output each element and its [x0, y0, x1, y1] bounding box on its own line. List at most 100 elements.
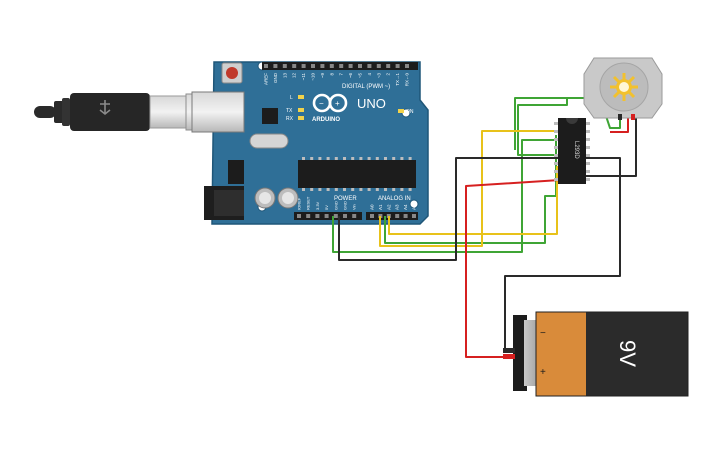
reset-button[interactable]	[221, 62, 243, 84]
ic-chip-icon[interactable]: L293D	[554, 118, 590, 184]
chip-pin	[326, 188, 330, 191]
header-pin[interactable]	[348, 64, 353, 68]
driver-pin[interactable]	[586, 162, 590, 165]
driver-pin[interactable]	[586, 154, 590, 157]
wires	[332, 97, 637, 358]
pin-label: TX→1	[395, 73, 400, 86]
driver-pin[interactable]	[554, 146, 558, 149]
pin-label: ~10	[311, 73, 316, 81]
header-pin[interactable]	[376, 64, 381, 68]
header-pin[interactable]	[367, 64, 372, 68]
header-pin[interactable]	[412, 214, 416, 218]
motor-icon[interactable]	[583, 57, 663, 120]
driver-pin[interactable]	[554, 162, 558, 165]
chip-pin	[367, 157, 371, 160]
battery-icon[interactable]: 9V − +	[503, 311, 689, 397]
svg-text:+: +	[335, 99, 340, 108]
header-pin[interactable]	[264, 64, 268, 68]
chip-pin	[400, 157, 404, 160]
header-pin[interactable]	[358, 64, 362, 68]
svg-text:RX: RX	[286, 116, 294, 122]
driver-pin[interactable]	[554, 170, 558, 173]
wire-red-1[interactable]	[465, 179, 561, 358]
capacitors	[254, 187, 299, 209]
power-label: POWER	[334, 196, 357, 202]
pin-label: ~11	[301, 73, 306, 81]
header-pin[interactable]	[395, 214, 400, 218]
wire-green-1[interactable]	[332, 139, 560, 253]
driver-pin[interactable]	[586, 122, 590, 125]
driver-pin[interactable]	[586, 138, 590, 141]
driver-pin[interactable]	[586, 178, 590, 181]
header-pin[interactable]	[343, 214, 347, 218]
driver-pin[interactable]	[554, 178, 558, 181]
wire-red-2[interactable]	[610, 118, 629, 133]
driver-pin[interactable]	[554, 130, 558, 133]
header-pin[interactable]	[405, 64, 409, 68]
header-pin[interactable]	[301, 64, 306, 68]
header-pin[interactable]	[306, 214, 311, 218]
header-pin[interactable]	[320, 64, 325, 68]
pin-label: ~3	[376, 73, 381, 79]
chip-pin	[367, 188, 371, 191]
pin-label: 12	[292, 73, 297, 79]
pin-label: A5	[412, 204, 417, 210]
chip-pin	[400, 188, 404, 191]
pin-label: 2	[386, 73, 391, 76]
pin-label: A2	[386, 204, 391, 210]
chip-pin	[310, 188, 314, 191]
header-pin[interactable]	[297, 214, 301, 218]
analog-header[interactable]	[366, 212, 418, 220]
wire-yellow-1[interactable]	[379, 130, 560, 247]
chip-pin	[318, 157, 322, 160]
header-pin[interactable]	[395, 64, 400, 68]
driver-pin[interactable]	[586, 146, 590, 149]
header-pin[interactable]	[292, 64, 297, 68]
status-leds: L TX RX ON	[286, 95, 414, 122]
chip-pin	[334, 188, 338, 191]
driver-pin[interactable]	[554, 122, 558, 125]
svg-text:−: −	[319, 99, 324, 108]
header-pin[interactable]	[282, 64, 287, 68]
battery-plus: +	[540, 367, 546, 378]
pin-label: 8	[329, 73, 334, 76]
pin-label: A3	[395, 204, 400, 210]
wire-black-3[interactable]	[585, 118, 637, 177]
header-pin[interactable]	[386, 64, 391, 68]
model-label: UNO	[357, 96, 386, 111]
header-pin[interactable]	[311, 64, 315, 68]
svg-text:L: L	[290, 95, 293, 101]
chip-pin	[375, 188, 379, 191]
header-pin[interactable]	[370, 214, 374, 218]
chip-pin	[392, 188, 396, 191]
wire-black-1[interactable]	[338, 157, 560, 261]
pin-label: Vin	[352, 204, 357, 210]
driver-pin[interactable]	[586, 170, 590, 173]
chip-pin	[408, 157, 412, 160]
driver-pin[interactable]	[554, 138, 558, 141]
header-pin[interactable]	[352, 214, 357, 218]
header-pin[interactable]	[273, 64, 278, 68]
header-pin[interactable]	[403, 214, 408, 218]
chip-pin	[302, 188, 305, 191]
chip-pin	[384, 157, 387, 160]
chip-pin	[392, 157, 396, 160]
driver-pin[interactable]	[554, 154, 558, 157]
header-pin[interactable]	[315, 214, 320, 218]
chip-pin	[343, 188, 346, 191]
pin-label: RX←0	[405, 73, 410, 87]
pin-label: GND	[343, 201, 348, 210]
header-pin[interactable]	[339, 64, 344, 68]
driver-pin[interactable]	[586, 130, 590, 133]
wire-green-2[interactable]	[517, 99, 568, 156]
pin-label: RESET	[306, 196, 311, 210]
header-pin[interactable]	[329, 64, 334, 68]
header-pin[interactable]	[324, 214, 329, 218]
wire-black-2[interactable]	[504, 157, 621, 350]
svg-text:TX: TX	[286, 108, 293, 114]
chip-pin	[408, 188, 412, 191]
pin-label: ~5	[358, 73, 363, 79]
header-pin[interactable]	[333, 214, 338, 218]
